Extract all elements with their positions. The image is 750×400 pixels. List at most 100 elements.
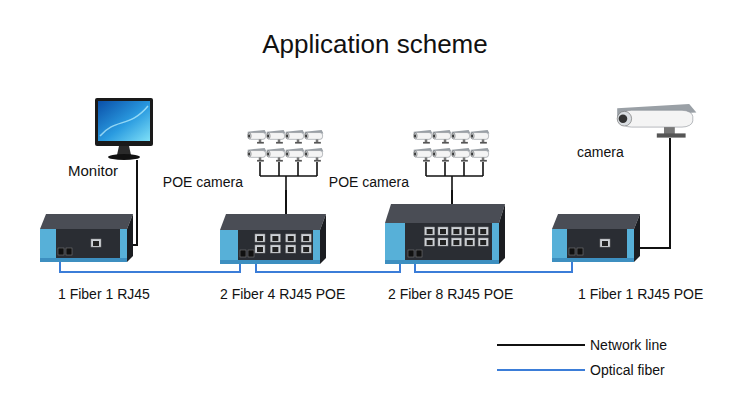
fiber-switch: 1 Fiber 1 RJ45 [40,214,133,262]
camera-icon-part [267,152,269,155]
rj45-ports-part [453,240,459,245]
switch-icon-part [569,248,575,255]
switch-icon [552,214,640,262]
switch-icon-part [408,250,414,257]
device-label: POE camera [163,174,243,190]
switch-icon-part [552,258,634,262]
camera-icon-part [267,151,270,157]
switch-icon-part [552,214,640,229]
camera-icon-part [414,151,417,157]
camera-icon [471,130,490,144]
camera-icon-part [276,160,283,162]
rj45-ports-part [303,247,309,252]
label-holder: 1 Fiber 1 RJ45 POE [578,286,703,303]
camera-icon [267,130,286,144]
camera-bus-part [482,162,484,176]
camera-icon-part [267,133,270,139]
camera-icon-part [434,151,451,158]
optical-fiber [256,264,400,272]
switch-icon-part [492,223,499,264]
rj45-ports-part [270,245,280,253]
label-holder: 2 Fiber 8 RJ45 POE [388,286,513,303]
camera-icon [452,130,471,144]
rj45-ports-part [478,238,488,246]
label-holder: POE camera [163,174,243,191]
camera-icon-part [414,133,417,139]
camera-icon-part [657,133,686,137]
switch-icon-part [40,229,56,262]
switch-icon-part [416,250,422,257]
camera-icon-part [248,151,251,157]
network-line [285,190,287,214]
switch-icon [40,214,133,262]
switch-icon-part [385,223,405,264]
camera-icon [608,104,702,138]
rj45-ports-part [288,247,294,252]
camera-icon-part [415,133,432,140]
camera-icon [471,148,490,162]
switch-icon-part [320,214,326,264]
camera-icon-part [452,151,455,157]
camera-icon-part [471,152,473,155]
rj45-ports-part [465,227,475,235]
camera-icon-part [472,151,489,158]
rj45-ports-part [427,240,433,245]
switch-icon-part [627,229,634,262]
network-line [451,190,453,204]
camera-icon-part [286,133,289,139]
camera-icon [286,148,305,162]
group-icon [246,130,326,190]
switch-icon-part [552,229,567,262]
camera-bus-part [463,162,465,176]
camera-icon-part [257,160,264,162]
rj45-ports [255,234,311,253]
camera-icon [248,148,267,162]
device-label: camera [577,144,624,160]
device-label: POE camera [329,174,409,190]
label-holder: POE camera [329,174,409,191]
camera-icon [305,148,324,162]
rj45-ports-part [438,227,448,235]
monitor-icon-part [108,154,140,160]
monitor-icon [95,98,153,160]
camera-icon-part [305,152,307,155]
device-label: 1 Fiber 1 RJ45 POE [578,286,703,302]
rj45-ports-part [438,238,448,246]
group-icon [412,130,492,190]
rj45-ports-part [602,241,608,246]
camera-icon [248,130,267,144]
legend-entry: Network line [497,336,737,354]
switch-icon-part [58,248,64,255]
label-holder: 2 Fiber 4 RJ45 POE [220,286,345,303]
rj45-ports-part [440,240,446,245]
switch-icon-part [66,248,72,255]
camera-icon-part [461,142,468,144]
rj45-ports-part [272,247,278,252]
camera-icon-part [314,142,321,144]
camera-icon-part [305,151,308,157]
monitor-icon-part [98,101,150,141]
rj45-ports-part [451,227,461,235]
camera-icon-part [249,151,266,158]
legend-line [497,369,585,371]
label-holder: camera [577,144,624,161]
rj45-ports-part [257,247,263,252]
legend-entry: Optical fiber [497,361,737,379]
camera-icon [433,148,452,162]
camera-icon-part [471,134,473,137]
camera-icon-part [452,152,454,155]
camera-icon-part [452,133,455,139]
group-node: POE camera [246,130,326,190]
camera-icon-part [472,133,489,140]
rj45-ports-part [255,234,265,242]
camera-icon-part [415,151,432,158]
switch-icon-part [120,229,127,262]
group-node: POE camera [412,130,492,190]
rj45-ports-part [467,229,473,234]
legend-text: Optical fiber [590,361,665,379]
monitor-icon-part [95,98,153,146]
device-label: 2 Fiber 4 RJ45 POE [220,286,345,302]
camera-icon-part [619,115,628,123]
switch-icon-part [499,204,505,264]
rj45-ports-part [303,236,309,241]
